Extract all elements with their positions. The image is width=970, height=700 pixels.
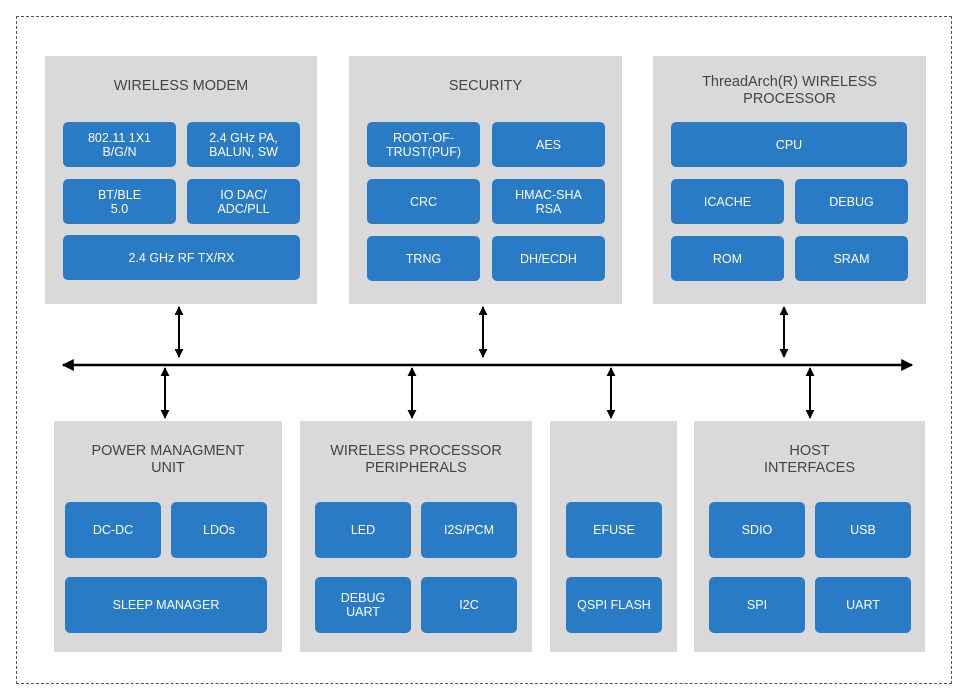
processor-panel: ThreadArch(R) WIRELESS PROCESSOR CPU ICA… bbox=[653, 56, 926, 304]
pa-balun-sw-block: 2.4 GHz PA, BALUN, SW bbox=[187, 122, 300, 167]
host-interfaces-title: HOST INTERFACES bbox=[763, 443, 856, 476]
root-of-trust-block: ROOT-OF- TRUST(PUF) bbox=[367, 122, 480, 167]
i2s-pcm-block: I2S/PCM bbox=[421, 502, 517, 558]
spi-block: SPI bbox=[709, 577, 805, 633]
ldos-block: LDOs bbox=[171, 502, 267, 558]
led-block: LED bbox=[315, 502, 411, 558]
sleep-manager-block: SLEEP MANAGER bbox=[65, 577, 267, 633]
uart-block: UART bbox=[815, 577, 911, 633]
memory-panel: EFUSE QSPI FLASH bbox=[550, 421, 677, 652]
peripherals-panel: WIRELESS PROCESSOR PERIPHERALS LED I2S/P… bbox=[300, 421, 532, 652]
security-panel: SECURITY ROOT-OF- TRUST(PUF) AES CRC HMA… bbox=[349, 56, 622, 304]
bt-ble-block: BT/BLE 5.0 bbox=[63, 179, 176, 224]
peripherals-title: WIRELESS PROCESSOR PERIPHERALS bbox=[330, 443, 502, 476]
debug-block: DEBUG bbox=[795, 179, 908, 224]
dh-ecdh-block: DH/ECDH bbox=[492, 236, 605, 281]
power-management-panel: POWER MANAGMENT UNIT DC-DC LDOs SLEEP MA… bbox=[54, 421, 282, 652]
diagram-frame bbox=[16, 16, 952, 684]
qspi-flash-block: QSPI FLASH bbox=[566, 577, 662, 633]
rf-txrx-block: 2.4 GHz RF TX/RX bbox=[63, 235, 300, 280]
host-interfaces-panel: HOST INTERFACES SDIO USB SPI UART bbox=[694, 421, 925, 652]
security-title: SECURITY bbox=[448, 78, 523, 94]
aes-block: AES bbox=[492, 122, 605, 167]
sram-block: SRAM bbox=[795, 236, 908, 281]
icache-block: ICACHE bbox=[671, 179, 784, 224]
wireless-modem-title: WIRELESS MODEM bbox=[113, 78, 249, 94]
hmac-sha-rsa-block: HMAC-SHA RSA bbox=[492, 179, 605, 224]
efuse-block: EFUSE bbox=[566, 502, 662, 558]
rom-block: ROM bbox=[671, 236, 784, 281]
usb-block: USB bbox=[815, 502, 911, 558]
wireless-modem-panel: WIRELESS MODEM 802.11 1X1 B/G/N 2.4 GHz … bbox=[45, 56, 317, 304]
io-dac-adc-pll-block: IO DAC/ ADC/PLL bbox=[187, 179, 300, 224]
crc-block: CRC bbox=[367, 179, 480, 224]
i2c-block: I2C bbox=[421, 577, 517, 633]
debug-uart-block: DEBUG UART bbox=[315, 577, 411, 633]
cpu-block: CPU bbox=[671, 122, 907, 167]
power-management-title: POWER MANAGMENT UNIT bbox=[91, 443, 245, 476]
trng-block: TRNG bbox=[367, 236, 480, 281]
sdio-block: SDIO bbox=[709, 502, 805, 558]
wifi-80211-block: 802.11 1X1 B/G/N bbox=[63, 122, 176, 167]
processor-title: ThreadArch(R) WIRELESS PROCESSOR bbox=[702, 74, 877, 107]
dc-dc-block: DC-DC bbox=[65, 502, 161, 558]
